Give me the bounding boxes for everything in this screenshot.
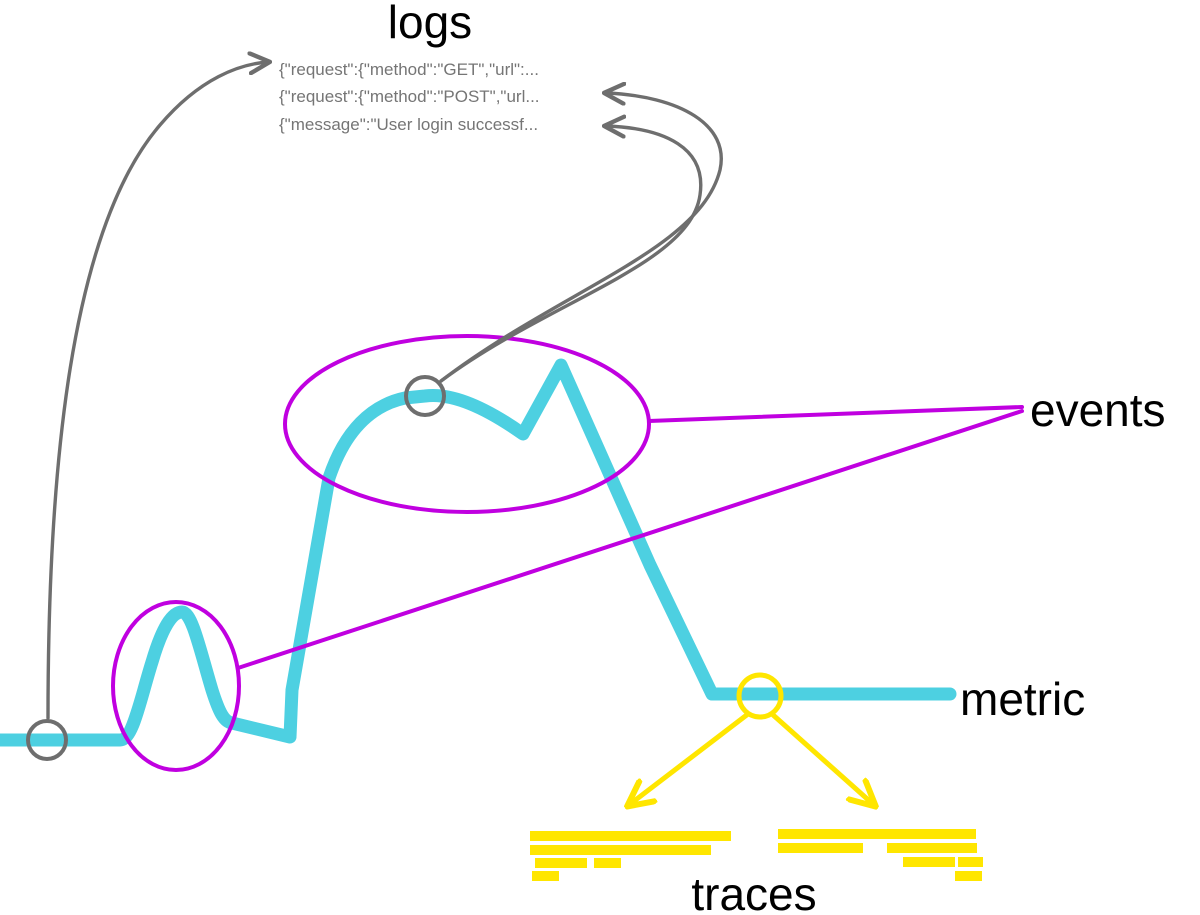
metric-series-line — [0, 358, 957, 747]
node-circles-group — [26, 375, 784, 761]
trace-left-span-bar[interactable] — [530, 845, 625, 855]
trace-right-span-bar[interactable] — [778, 829, 976, 839]
logs-group — [46, 62, 723, 720]
events-ellipse-small — [111, 600, 241, 772]
events-label: events — [1030, 384, 1166, 436]
log-line-2: {"request":{"method":"POST","url... — [279, 87, 540, 106]
log-line-1: {"request":{"method":"GET","url":... — [279, 60, 539, 79]
log-line-3: {"message":"User login successf... — [279, 115, 538, 134]
logs-title: logs — [388, 0, 472, 48]
traces-arrow-right — [769, 711, 874, 805]
traces-bars-left-group[interactable] — [530, 831, 731, 881]
trace-left-span-bar[interactable] — [530, 831, 731, 841]
trace-left-span-bar[interactable] — [621, 845, 711, 855]
traces-bars-right-group[interactable] — [778, 829, 983, 881]
logs-arrow-to-line-3 — [439, 126, 703, 383]
events-leader-line-top — [647, 405, 1024, 423]
trace-left-span-bar[interactable] — [535, 858, 587, 868]
trace-right-span-bar[interactable] — [958, 857, 983, 867]
metric-trace-node[interactable] — [736, 672, 784, 720]
events-leader-line-bottom — [236, 409, 1024, 670]
metric-label: metric — [960, 673, 1085, 725]
metric-series-group — [0, 358, 957, 747]
trace-right-span-bar[interactable] — [778, 843, 863, 853]
metric-start-node[interactable] — [26, 719, 68, 761]
logs-arrow-to-line-2 — [439, 93, 723, 383]
logs-arrow-from-start-node — [46, 62, 268, 720]
traces-label: traces — [691, 868, 816, 915]
events-group — [111, 334, 1024, 772]
traces-arrow-left — [629, 711, 751, 805]
trace-left-span-bar[interactable] — [532, 871, 559, 881]
trace-right-span-bar[interactable] — [903, 857, 955, 867]
trace-right-span-bar[interactable] — [955, 871, 982, 881]
metric-event-node[interactable] — [404, 375, 446, 417]
trace-left-span-bar[interactable] — [594, 858, 621, 868]
traces-arrows-group — [629, 711, 874, 805]
trace-right-span-bar[interactable] — [887, 843, 977, 853]
events-ellipse-large — [283, 334, 651, 514]
